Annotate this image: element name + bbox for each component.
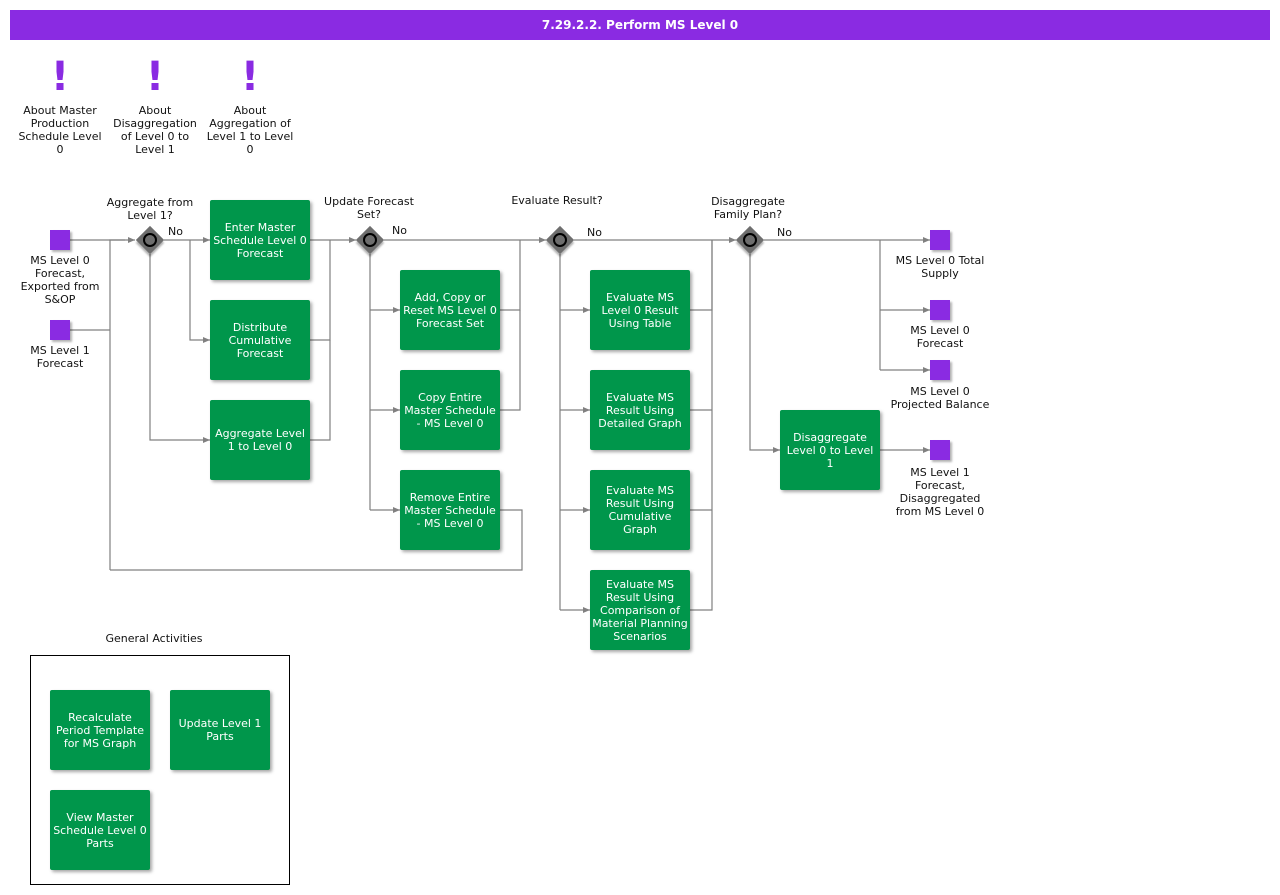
gateway-no-label: No: [587, 226, 602, 239]
gateway-circle-icon: [743, 233, 757, 247]
gateway-no-label: No: [392, 224, 407, 237]
activity-label: Disaggregate Level 0 to Level 1: [786, 430, 874, 470]
gateway-circle-icon: [553, 233, 567, 247]
output-label-level1-disaggregated: MS Level 1 Forecast, Disaggregated from …: [895, 466, 985, 518]
activity-aggregate-level1[interactable]: Aggregate Level 1 to Level 0: [210, 400, 310, 480]
group-label-general-activities: General Activities: [105, 632, 203, 645]
output-label-total-supply: MS Level 0 Total Supply: [895, 254, 985, 280]
gateway-no-label: No: [168, 225, 183, 238]
gateway-circle-icon: [143, 233, 157, 247]
activity-label: Update Level 1 Parts: [178, 717, 262, 743]
activity-label: Evaluate MS Result Using Cumulative Grap…: [605, 484, 675, 536]
group-general-activities: [30, 655, 290, 885]
note-label-aggregation: About Aggregation of Level 1 to Level 0: [206, 104, 294, 156]
data-object-level1-disaggregated[interactable]: [930, 440, 950, 460]
activity-update-level1-parts[interactable]: Update Level 1 Parts: [170, 690, 270, 770]
activity-label: Evaluate MS Level 0 Result Using Table: [601, 290, 679, 330]
gateway-label-update-forecast: Update Forecast Set?: [324, 195, 414, 221]
note-exclamation-icon[interactable]: !: [145, 54, 165, 100]
activity-label: Remove Entire Master Schedule - MS Level…: [404, 490, 496, 530]
gateway-label-evaluate: Evaluate Result?: [511, 194, 603, 207]
activity-recalculate-period-template[interactable]: Recalculate Period Template for MS Graph: [50, 690, 150, 770]
activity-evaluate-cumulative-graph[interactable]: Evaluate MS Result Using Cumulative Grap…: [590, 470, 690, 550]
data-object-ms-level0-forecast[interactable]: [50, 230, 70, 250]
activity-evaluate-comparison[interactable]: Evaluate MS Result Using Comparison of M…: [590, 570, 690, 650]
gateway-no-label: No: [777, 226, 792, 239]
activity-label: Evaluate MS Result Using Comparison of M…: [592, 577, 688, 643]
data-object-ms-level1-forecast[interactable]: [50, 320, 70, 340]
data-object-total-supply[interactable]: [930, 230, 950, 250]
activity-remove-entire[interactable]: Remove Entire Master Schedule - MS Level…: [400, 470, 500, 550]
activity-copy-entire[interactable]: Copy Entire Master Schedule - MS Level 0: [400, 370, 500, 450]
activity-label: Recalculate Period Template for MS Graph: [56, 710, 144, 750]
note-exclamation-icon[interactable]: !: [50, 54, 70, 100]
activity-label: Enter Master Schedule Level 0 Forecast: [213, 220, 307, 260]
activity-evaluate-detailed-graph[interactable]: Evaluate MS Result Using Detailed Graph: [590, 370, 690, 450]
input-label-ms-level1-forecast: MS Level 1 Forecast: [30, 344, 90, 370]
activity-label: Distribute Cumulative Forecast: [228, 320, 292, 360]
data-object-forecast[interactable]: [930, 300, 950, 320]
activity-disaggregate[interactable]: Disaggregate Level 0 to Level 1: [780, 410, 880, 490]
activity-enter-master-schedule[interactable]: Enter Master Schedule Level 0 Forecast: [210, 200, 310, 280]
activity-label: Copy Entire Master Schedule - MS Level 0: [404, 390, 496, 430]
activity-distribute-cumulative[interactable]: Distribute Cumulative Forecast: [210, 300, 310, 380]
gateway-label-disaggregate: Disaggregate Family Plan?: [711, 195, 785, 221]
gateway-circle-icon: [363, 233, 377, 247]
activity-label: Add, Copy or Reset MS Level 0 Forecast S…: [403, 290, 497, 330]
note-label-disaggregation: About Disaggregation of Level 0 to Level…: [113, 104, 197, 156]
activity-add-copy-reset[interactable]: Add, Copy or Reset MS Level 0 Forecast S…: [400, 270, 500, 350]
output-label-forecast: MS Level 0 Forecast: [910, 324, 970, 350]
output-label-projected-balance: MS Level 0 Projected Balance: [890, 385, 990, 411]
activity-label: Aggregate Level 1 to Level 0: [215, 427, 305, 453]
data-object-projected-balance[interactable]: [930, 360, 950, 380]
note-label-mps: About Master Production Schedule Level 0: [18, 104, 102, 156]
activity-label: View Master Schedule Level 0 Parts: [53, 810, 147, 850]
activity-view-master-schedule-parts[interactable]: View Master Schedule Level 0 Parts: [50, 790, 150, 870]
note-exclamation-icon[interactable]: !: [240, 54, 260, 100]
page-title: 7.29.2.2. Perform MS Level 0: [10, 10, 1270, 40]
activity-evaluate-table[interactable]: Evaluate MS Level 0 Result Using Table: [590, 270, 690, 350]
input-label-ms-level0-forecast: MS Level 0 Forecast, Exported from S&OP: [20, 254, 100, 306]
gateway-label-aggregate: Aggregate from Level 1?: [106, 196, 194, 222]
activity-label: Evaluate MS Result Using Detailed Graph: [598, 390, 682, 430]
